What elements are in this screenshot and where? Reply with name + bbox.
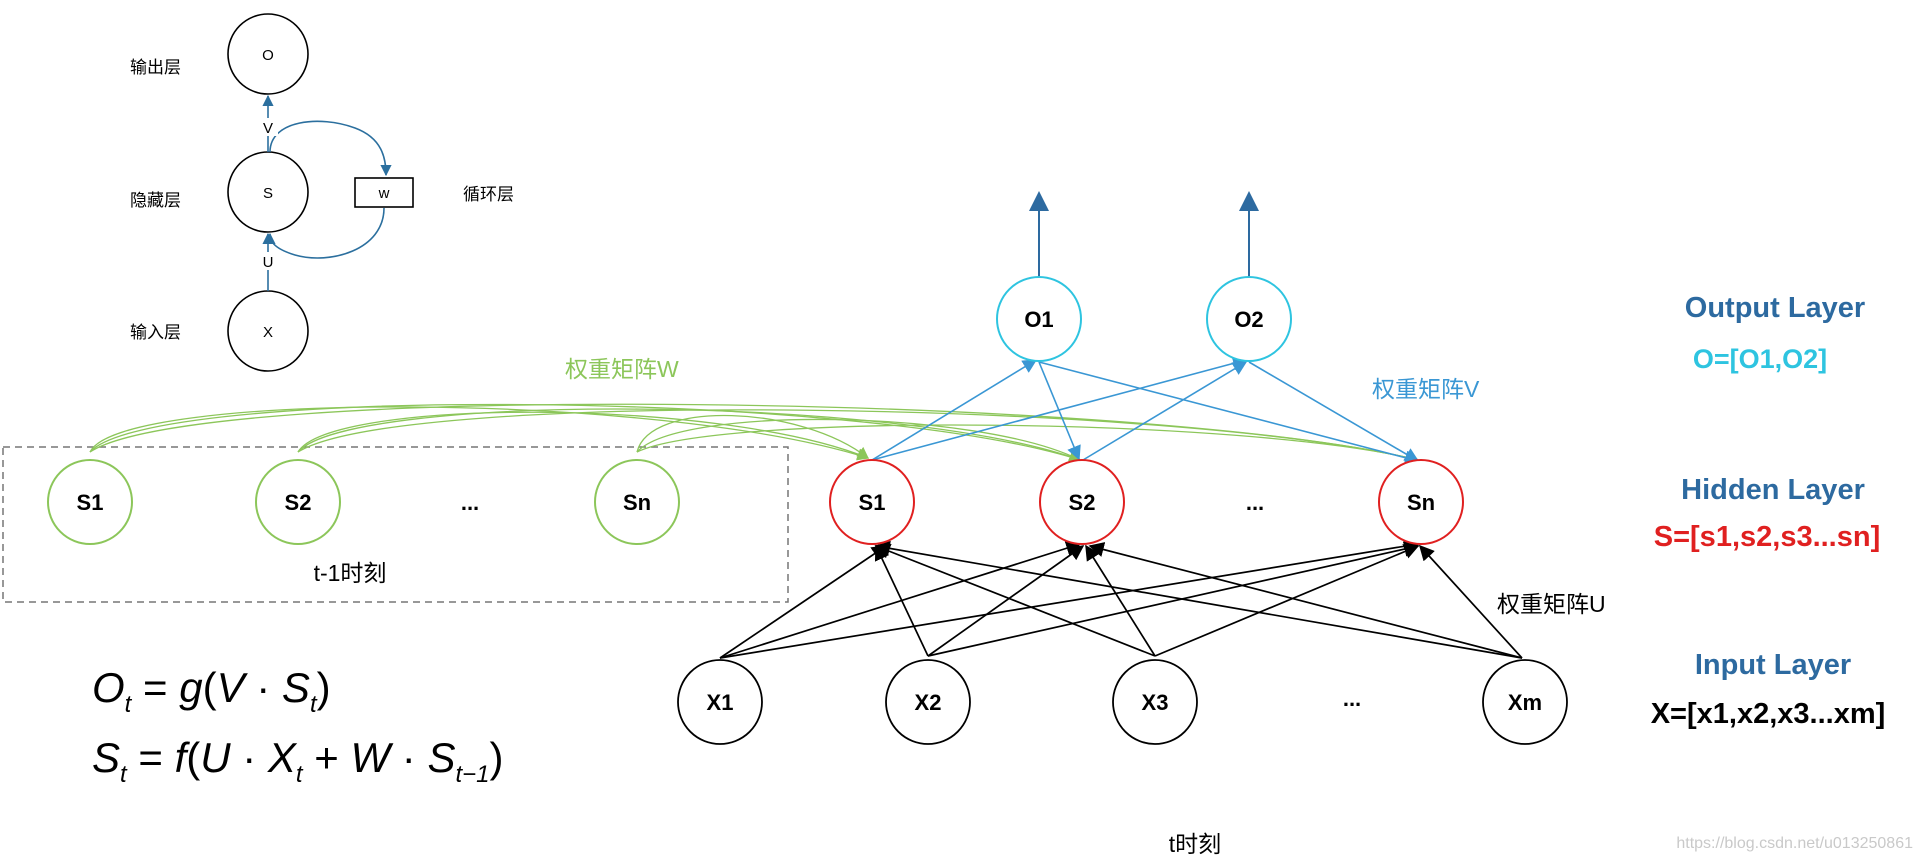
hidden-node-s1 xyxy=(829,459,915,545)
u-edge-x3-s2 xyxy=(1085,544,1156,657)
prev-node-s1-label: S1 xyxy=(77,490,104,515)
weight-w-label: 权重矩阵W xyxy=(565,356,679,382)
mini-loop-edge-out xyxy=(269,120,392,177)
w-edge-sn-s2 xyxy=(636,418,1082,461)
mini-input-layer-label: 输入层 xyxy=(130,323,181,342)
weight-u-connections xyxy=(719,538,1523,659)
prev-timestep-box xyxy=(2,446,789,603)
weight-w-connections xyxy=(89,403,1420,464)
prev-node-sn xyxy=(594,459,680,545)
input-node-xm xyxy=(1482,659,1568,745)
hidden-node-s2-label: S2 xyxy=(1069,490,1096,515)
u-edge-x3-sn xyxy=(1154,544,1420,657)
input-layer-title: Input Layer xyxy=(1695,649,1851,681)
input-layer-formula: X=[x1,x2,x3...xm] xyxy=(1651,698,1886,730)
mini-output-layer-label: 输出层 xyxy=(130,58,181,77)
mini-loop-box-label: w xyxy=(378,185,390,202)
weight-v-connections xyxy=(871,356,1420,465)
hidden-layer-title: Hidden Layer xyxy=(1681,474,1865,506)
w-edge-sn-s1 xyxy=(636,414,869,459)
equation-hidden: St = f(U · Xt + W · St−1) xyxy=(92,734,504,788)
prev-hidden-nodes: S1 S2 ... Sn t-1时刻 xyxy=(47,459,680,586)
mini-loop-layer-label: 循环层 xyxy=(463,185,514,204)
v-edge-s2-o2 xyxy=(1082,361,1248,461)
w-edge-s2-s1 xyxy=(297,411,870,460)
mini-loop-edge-in xyxy=(264,207,385,259)
hidden-node-s2 xyxy=(1039,459,1125,545)
mini-input-node-label: X xyxy=(263,324,273,341)
equation-output: Ot = g(V · St) xyxy=(92,664,331,718)
u-edge-x1-sn xyxy=(719,538,1420,659)
mini-loop-box xyxy=(354,177,414,208)
output-node-o2 xyxy=(1206,276,1292,362)
mini-output-node-label: O xyxy=(262,47,274,64)
input-node-ellipsis: ... xyxy=(1343,686,1361,711)
u-edge-xm-s2 xyxy=(1088,542,1523,659)
v-edge-o1-s2 xyxy=(1038,361,1081,461)
output-layer-nodes: O1 O2 xyxy=(996,276,1292,362)
output-node-o1-label: O1 xyxy=(1024,307,1053,332)
u-edge-x1-s1 xyxy=(719,545,888,659)
output-layer-title: Output Layer xyxy=(1685,292,1865,324)
layer-legend: Output Layer O=[O1,O2] Hidden Layer S=[s… xyxy=(1651,292,1886,730)
output-node-o2-label: O2 xyxy=(1234,307,1263,332)
mini-hidden-layer-label: 隐藏层 xyxy=(130,191,181,210)
input-node-x1-label: X1 xyxy=(707,690,734,715)
mini-output-node xyxy=(227,13,309,95)
rnn-equations: Ot = g(V · St) St = f(U · Xt + W · St−1) xyxy=(92,664,504,788)
prev-node-ellipsis: ... xyxy=(461,490,479,515)
output-layer-formula: O=[O1,O2] xyxy=(1693,344,1827,374)
timestep-caption: t时刻 xyxy=(1169,831,1221,857)
hidden-layer-formula: S=[s1,s2,s3...sn] xyxy=(1654,521,1881,553)
output-node-o1 xyxy=(996,276,1082,362)
prev-timestep-caption: t-1时刻 xyxy=(314,560,387,586)
input-node-x2-label: X2 xyxy=(915,690,942,715)
input-node-x3 xyxy=(1112,659,1198,745)
u-edge-xm-sn xyxy=(1418,544,1523,659)
hidden-node-ellipsis: ... xyxy=(1246,490,1264,515)
input-node-x2 xyxy=(885,659,971,745)
mini-edge-u-label: U xyxy=(263,254,274,271)
hidden-node-sn-label: Sn xyxy=(1407,490,1435,515)
hidden-node-sn xyxy=(1378,459,1464,545)
w-edge-s1-s1 xyxy=(89,406,870,461)
v-edge-s1-o1 xyxy=(871,359,1038,461)
prev-node-s1 xyxy=(47,459,133,545)
v-edge-o1-sn xyxy=(1038,361,1420,465)
prev-node-s2-label: S2 xyxy=(285,490,312,515)
weight-u-label: 权重矩阵U xyxy=(1497,591,1606,617)
hidden-node-s1-label: S1 xyxy=(859,490,886,515)
u-edge-x1-s2 xyxy=(719,540,1082,659)
input-layer-nodes: X1 X2 X3 ... Xm xyxy=(677,659,1568,745)
input-node-x1 xyxy=(677,659,763,745)
prev-node-sn-label: Sn xyxy=(623,490,651,515)
u-edge-x2-sn xyxy=(927,541,1420,657)
u-edge-x2-s2 xyxy=(927,545,1085,657)
w-edge-s2-sn xyxy=(297,409,1420,464)
u-edge-x2-s1 xyxy=(874,544,929,657)
v-edge-o2-sn xyxy=(1248,361,1420,462)
weight-v-label: 权重矩阵V xyxy=(1372,376,1480,402)
w-edge-sn-sn xyxy=(636,424,1420,464)
mini-edge-v-label: V xyxy=(263,120,273,137)
w-edge-s2-s2 xyxy=(297,408,1082,462)
watermark: https://blog.csdn.net/u013250861 xyxy=(1676,835,1913,852)
hidden-layer-nodes: S1 S2 ... Sn xyxy=(829,459,1464,545)
input-node-x3-label: X3 xyxy=(1142,690,1169,715)
u-edge-x3-s1 xyxy=(874,543,1156,657)
mini-rnn-diagram: O S X w V U 输出层 隐藏层 输入层 循环层 xyxy=(130,13,514,372)
u-edge-xm-s1 xyxy=(874,540,1523,659)
input-node-xm-label: Xm xyxy=(1508,690,1542,715)
mini-hidden-node-label: S xyxy=(263,185,273,202)
prev-node-s2 xyxy=(255,459,341,545)
